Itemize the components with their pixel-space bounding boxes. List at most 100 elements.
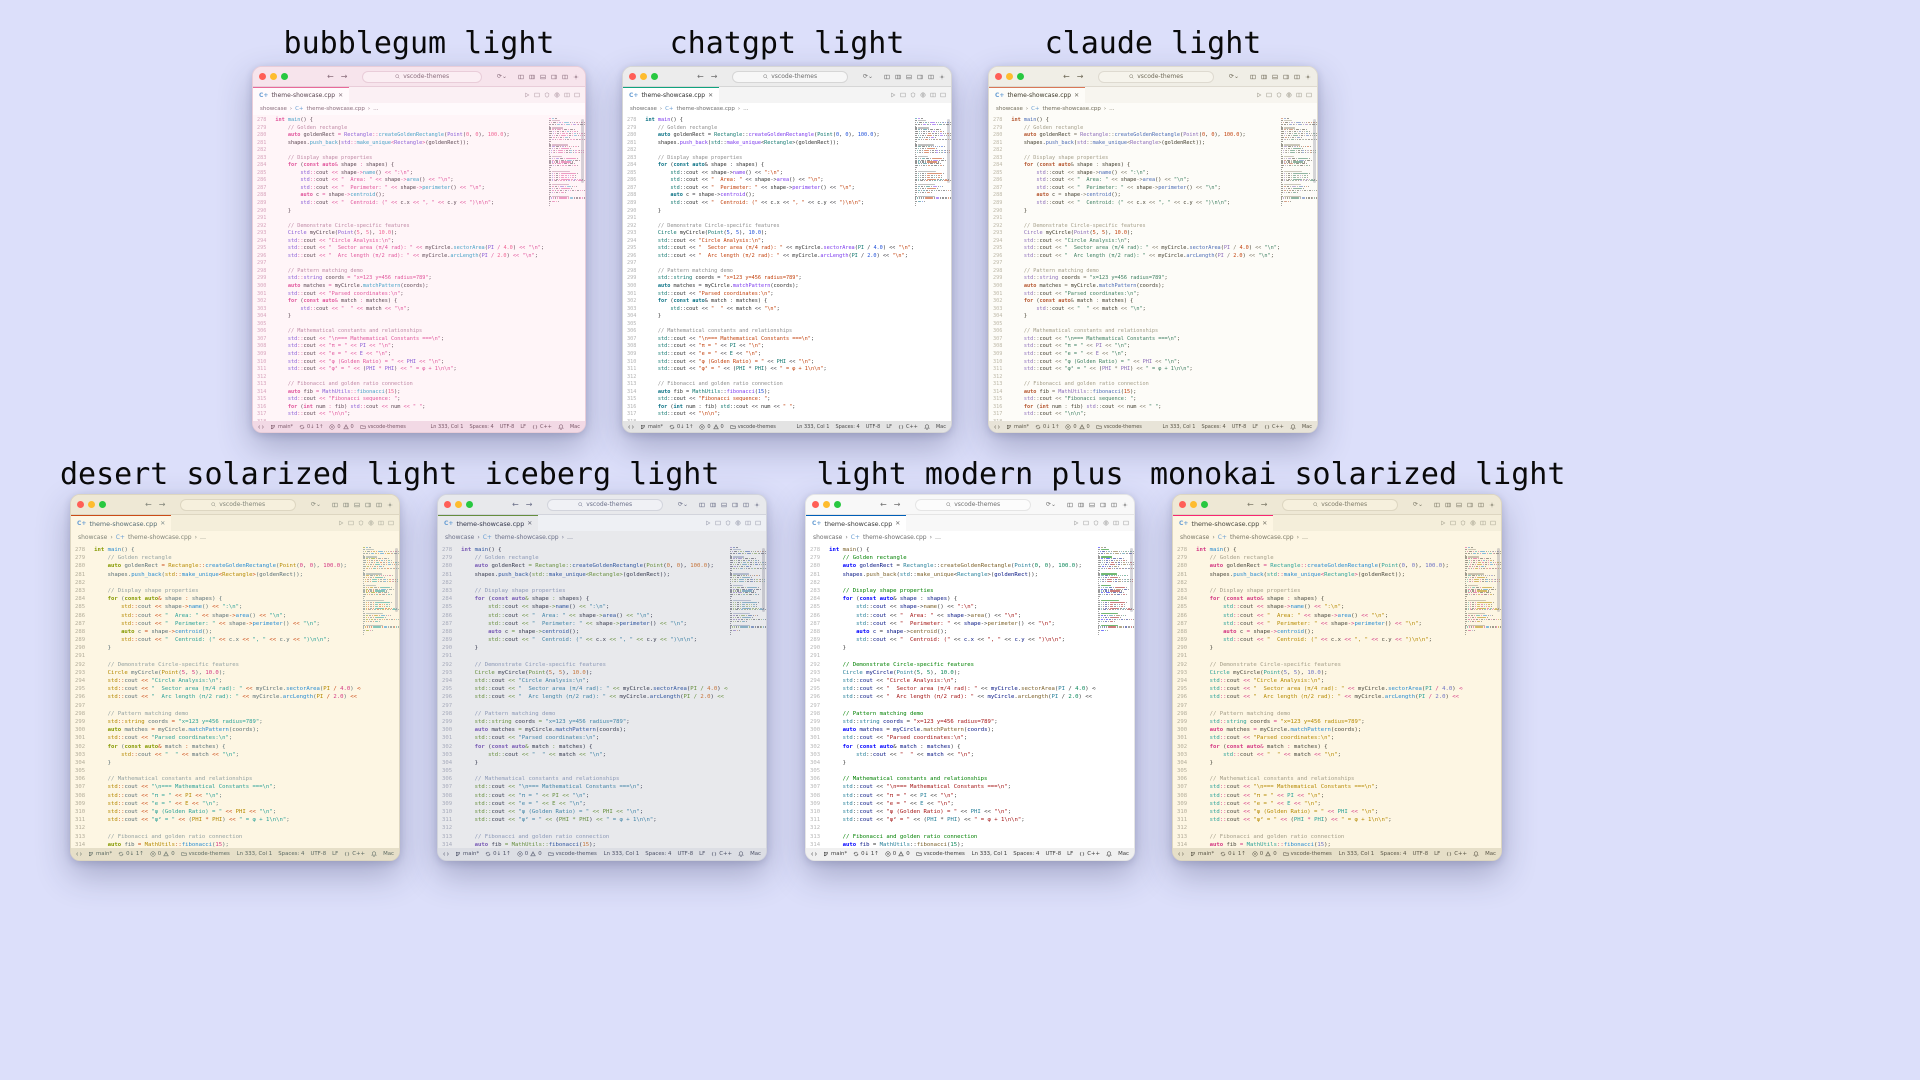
status-cursor-position[interactable]: Ln 333, Col 1 bbox=[796, 423, 830, 430]
minimize-window-button[interactable] bbox=[823, 501, 830, 508]
status-indentation[interactable]: Spaces: 4 bbox=[835, 423, 860, 430]
status-folder[interactable]: vscode-themes bbox=[181, 851, 230, 857]
status-sync[interactable]: 0↓ 1↑ bbox=[1035, 424, 1059, 430]
maximize-window-button[interactable] bbox=[281, 73, 288, 80]
status-language[interactable]: C++ bbox=[1264, 424, 1284, 430]
close-tab-icon[interactable]: ✕ bbox=[338, 92, 344, 99]
breadcrumb-symbol[interactable]: … bbox=[935, 534, 942, 541]
editor-scrollbar[interactable] bbox=[581, 119, 584, 183]
breadcrumb-symbol[interactable]: … bbox=[567, 534, 574, 541]
status-encoding[interactable]: UTF-8 bbox=[865, 423, 881, 430]
maximize-window-button[interactable] bbox=[1017, 73, 1024, 80]
nav-forward-icon[interactable]: → bbox=[893, 500, 901, 509]
minimap[interactable] bbox=[361, 544, 399, 848]
status-branch[interactable]: main* bbox=[640, 424, 663, 430]
minimap[interactable] bbox=[547, 115, 585, 421]
status-folder[interactable]: vscode-themes bbox=[730, 424, 776, 430]
status-platform[interactable]: Mac bbox=[383, 851, 394, 857]
status-branch[interactable]: main* bbox=[455, 851, 479, 857]
nav-forward-icon[interactable]: → bbox=[340, 72, 348, 81]
reload-icon[interactable]: ⟳⌄ bbox=[496, 73, 507, 80]
breadcrumb-root[interactable]: showcase bbox=[78, 534, 108, 541]
breadcrumb-root[interactable]: showcase bbox=[260, 106, 287, 112]
status-eol[interactable]: LF bbox=[699, 851, 706, 857]
close-window-button[interactable] bbox=[629, 73, 636, 80]
close-tab-icon[interactable]: ✕ bbox=[527, 520, 533, 527]
breadcrumb-symbol[interactable]: … bbox=[200, 534, 207, 541]
code-lines[interactable]: int main() { // Golden rectangle auto go… bbox=[271, 115, 547, 421]
status-platform[interactable]: Mac bbox=[935, 423, 946, 430]
reload-icon[interactable]: ⟳⌄ bbox=[677, 501, 688, 508]
status-eol[interactable]: LF bbox=[1252, 423, 1258, 430]
nav-forward-icon[interactable]: → bbox=[158, 500, 166, 509]
omnibox[interactable]: vscode-themes bbox=[1098, 70, 1214, 83]
breadcrumb-file[interactable]: theme-showcase.cpp bbox=[127, 534, 192, 541]
nav-forward-icon[interactable]: → bbox=[525, 500, 533, 509]
status-eol[interactable]: LF bbox=[886, 423, 892, 430]
editor-tab-theme-showcase[interactable]: C+theme-showcase.cpp✕ bbox=[71, 515, 172, 531]
nav-forward-icon[interactable]: → bbox=[1076, 72, 1084, 81]
reload-icon[interactable]: ⟳⌄ bbox=[310, 501, 321, 508]
maximize-window-button[interactable] bbox=[834, 501, 841, 508]
status-language[interactable]: C++ bbox=[711, 851, 732, 857]
status-indentation[interactable]: Spaces: 4 bbox=[469, 423, 494, 430]
reload-icon[interactable]: ⟳⌄ bbox=[1045, 501, 1056, 508]
breadcrumb-file[interactable]: theme-showcase.cpp bbox=[676, 106, 735, 112]
reload-icon[interactable]: ⟳⌄ bbox=[1228, 73, 1239, 80]
status-sync[interactable]: 0↓ 1↑ bbox=[118, 851, 144, 857]
status-encoding[interactable]: UTF-8 bbox=[499, 423, 515, 430]
omnibox[interactable]: vscode-themes bbox=[547, 498, 663, 511]
breadcrumb-root[interactable]: showcase bbox=[630, 106, 657, 112]
status-branch[interactable]: main* bbox=[1006, 424, 1029, 430]
code-lines[interactable]: int main() { // Golden rectangle auto go… bbox=[457, 544, 728, 848]
close-window-button[interactable] bbox=[812, 501, 819, 508]
omnibox[interactable]: vscode-themes bbox=[915, 498, 1031, 511]
status-encoding[interactable]: UTF-8 bbox=[677, 851, 694, 857]
editor-tab-theme-showcase[interactable]: C+theme-showcase.cpp✕ bbox=[806, 515, 907, 531]
breadcrumb-symbol[interactable]: … bbox=[743, 106, 749, 112]
editor-tab-theme-showcase[interactable]: C+theme-showcase.cpp✕ bbox=[438, 515, 539, 531]
close-tab-icon[interactable]: ✕ bbox=[708, 92, 714, 99]
status-folder[interactable]: vscode-themes bbox=[360, 424, 406, 430]
close-window-button[interactable] bbox=[259, 73, 266, 80]
minimize-window-button[interactable] bbox=[88, 501, 95, 508]
omnibox[interactable]: vscode-themes bbox=[180, 498, 296, 511]
code-lines[interactable]: int main() { // Golden rectangle auto go… bbox=[1007, 115, 1279, 421]
breadcrumb-symbol[interactable]: … bbox=[1109, 106, 1115, 112]
status-platform[interactable]: Mac bbox=[569, 423, 580, 430]
breadcrumb-file[interactable]: theme-showcase.cpp bbox=[862, 534, 927, 541]
status-cursor-position[interactable]: Ln 333, Col 1 bbox=[430, 423, 464, 430]
minimize-window-button[interactable] bbox=[270, 73, 277, 80]
status-indentation[interactable]: Spaces: 4 bbox=[1201, 423, 1226, 430]
breadcrumb-root[interactable]: showcase bbox=[445, 534, 475, 541]
nav-back-icon[interactable]: ← bbox=[1063, 72, 1070, 81]
status-eol[interactable]: LF bbox=[332, 851, 339, 857]
close-window-button[interactable] bbox=[995, 73, 1002, 80]
status-indentation[interactable]: Spaces: 4 bbox=[278, 851, 305, 857]
editor-tab-theme-showcase[interactable]: C+theme-showcase.cpp✕ bbox=[989, 87, 1086, 103]
breadcrumb-symbol[interactable]: … bbox=[373, 106, 379, 112]
nav-back-icon[interactable]: ← bbox=[145, 500, 152, 509]
maximize-window-button[interactable] bbox=[651, 73, 658, 80]
status-cursor-position[interactable]: Ln 333, Col 1 bbox=[236, 851, 273, 857]
status-language[interactable]: C++ bbox=[898, 424, 918, 430]
close-tab-icon[interactable]: ✕ bbox=[1074, 92, 1080, 99]
status-sync[interactable]: 0↓ 1↑ bbox=[485, 851, 511, 857]
editor-tab-theme-showcase[interactable]: C+theme-showcase.cpp✕ bbox=[253, 87, 350, 103]
close-window-button[interactable] bbox=[444, 501, 451, 508]
status-encoding[interactable]: UTF-8 bbox=[1231, 423, 1247, 430]
minimize-window-button[interactable] bbox=[640, 73, 647, 80]
